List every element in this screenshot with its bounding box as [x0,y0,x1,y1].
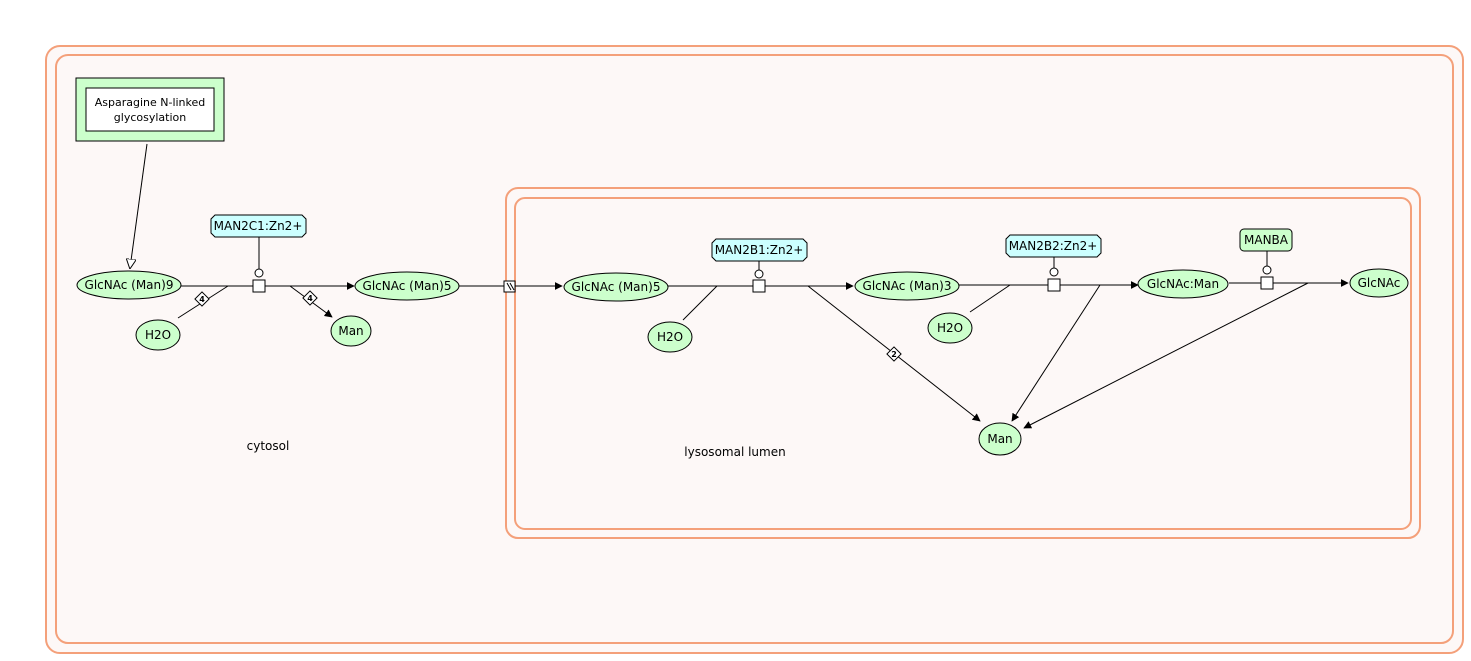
svg-text:Man: Man [338,324,363,338]
reaction-node-4[interactable] [1260,276,1274,290]
transport-node[interactable] [503,280,516,293]
catalysis-marker-4 [1262,265,1272,275]
catalyst-man2b1[interactable]: MAN2B1:Zn2+ [711,238,808,262]
svg-text:GlcNAc (Man)5: GlcNAc (Man)5 [363,279,452,293]
reaction-node-1[interactable] [252,279,266,293]
molecule-glcnac[interactable]: GlcNAc [1349,268,1409,298]
catalyst-man2c1[interactable]: MAN2C1:Zn2+ [210,214,307,238]
svg-text:H2O: H2O [145,328,171,342]
catalysis-marker-3 [1049,267,1059,277]
catalysis-marker-1 [254,268,264,278]
molecule-man-lys[interactable]: Man [978,422,1022,456]
svg-text:GlcNAc (Man)3: GlcNAc (Man)3 [863,279,952,293]
svg-text:MAN2C1:Zn2+: MAN2C1:Zn2+ [214,219,303,233]
molecule-glcnac-man5-cytosol[interactable]: GlcNAc (Man)5 [354,271,460,301]
svg-text:MANBA: MANBA [1244,233,1289,247]
svg-text:H2O: H2O [657,330,683,344]
reaction-4-edges [1023,251,1349,429]
svg-text:GlcNAc (Man)5: GlcNAc (Man)5 [572,280,661,294]
svg-text:Man: Man [987,432,1012,446]
catalysis-marker-2 [754,269,764,279]
lysosomal-lumen-label: lysosomal lumen [684,445,785,459]
catalyst-man2b2[interactable]: MAN2B2:Zn2+ [1005,234,1102,258]
svg-text:4: 4 [199,295,205,304]
svg-text:MAN2B1:Zn2+: MAN2B1:Zn2+ [715,243,804,257]
stoich-badge-h2o-cytosol: 4 [194,291,210,307]
molecule-h2o-cytosol[interactable]: H2O [135,319,181,351]
molecule-glcnac-man5-lys[interactable]: GlcNAc (Man)5 [563,272,669,302]
reaction-node-2[interactable] [752,279,766,293]
svg-text:4: 4 [307,294,313,303]
cytosol-label: cytosol [247,439,290,453]
pathway-link-label-2: glycosylation [114,111,186,124]
molecule-h2o-lys-2[interactable]: H2O [927,312,973,344]
svg-text:H2O: H2O [937,321,963,335]
svg-text:2: 2 [891,350,897,359]
molecule-h2o-lys-1[interactable]: H2O [647,321,693,353]
svg-text:GlcNAc:Man: GlcNAc:Man [1147,277,1219,291]
svg-text:MAN2B2:Zn2+: MAN2B2:Zn2+ [1009,239,1098,253]
catalyst-manba[interactable]: MANBA [1239,228,1293,252]
molecule-glcnac-man9[interactable]: GlcNAc (Man)9 [76,270,182,300]
pathway-link-arrow [130,143,148,268]
svg-text:GlcNAc: GlcNAc [1358,276,1401,290]
stoich-badge-man-cytosol: 4 [302,290,318,306]
molecule-man-cytosol[interactable]: Man [330,315,372,347]
stoich-badge-man-lys: 2 [886,346,902,362]
svg-text:GlcNAc (Man)9: GlcNAc (Man)9 [85,278,174,292]
pathway-link-label-1: Asparagine N-linked [95,96,206,109]
pathway-link-node[interactable]: Asparagine N-linked glycosylation [75,77,225,142]
molecule-glcnac-man[interactable]: GlcNAc:Man [1137,269,1229,299]
molecule-glcnac-man3[interactable]: GlcNAc (Man)3 [854,271,960,301]
reaction-3-edges [959,257,1139,422]
reaction-node-3[interactable] [1047,278,1061,292]
